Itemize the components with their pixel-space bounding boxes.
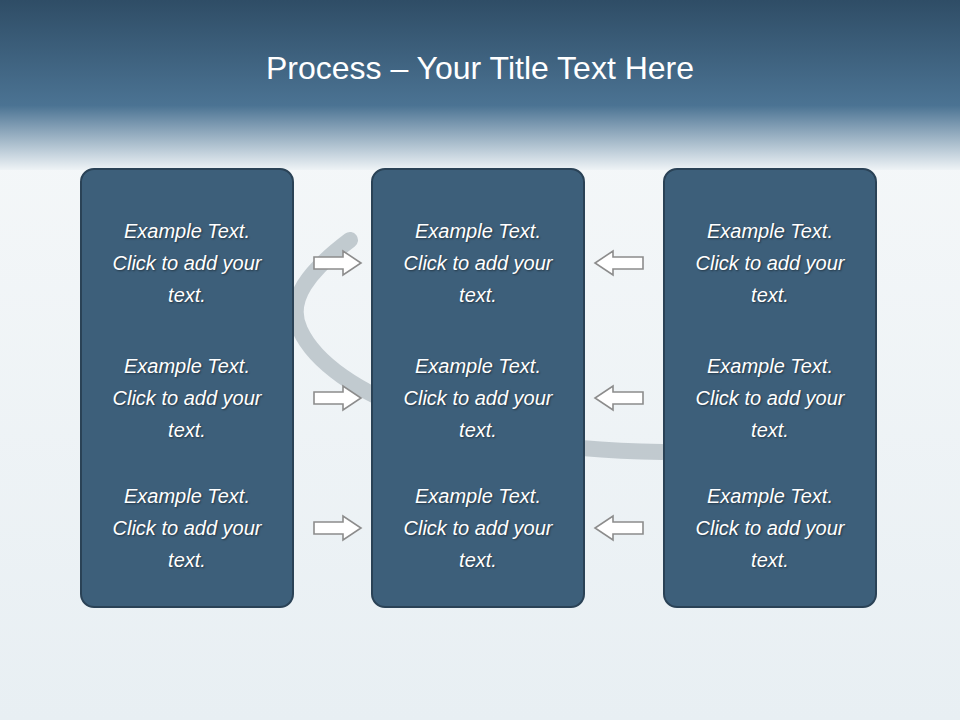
box-text: Example Text. Click to add your text.	[111, 480, 263, 576]
box-text-wrap: Example Text. Click to add your text.	[665, 480, 875, 576]
block-arrow	[314, 516, 361, 540]
process-box: Example Text. Click to add your text. Exa…	[663, 168, 877, 608]
box-text: Example Text. Click to add your text.	[694, 215, 846, 311]
box-text: Example Text. Click to add your text.	[694, 480, 846, 576]
block-arrow	[314, 386, 361, 410]
box-text-wrap: Example Text. Click to add your text.	[82, 215, 292, 311]
slide-title: Process – Your Title Text Here	[0, 50, 960, 87]
box-text-wrap: Example Text. Click to add your text.	[665, 350, 875, 446]
box-text-wrap: Example Text. Click to add your text.	[82, 350, 292, 446]
block-arrow	[595, 516, 643, 540]
box-text: Example Text. Click to add your text.	[111, 215, 263, 311]
box-text: Example Text. Click to add your text.	[402, 350, 554, 446]
box-text-wrap: Example Text. Click to add your text.	[82, 480, 292, 576]
process-box: Example Text. Click to add your text. Exa…	[80, 168, 294, 608]
box-text: Example Text. Click to add your text.	[402, 480, 554, 576]
header-band	[0, 0, 960, 170]
box-text-wrap: Example Text. Click to add your text.	[373, 480, 583, 576]
box-text: Example Text. Click to add your text.	[402, 215, 554, 311]
process-box: Example Text. Click to add your text. Exa…	[371, 168, 585, 608]
block-arrow	[595, 386, 643, 410]
box-text: Example Text. Click to add your text.	[694, 350, 846, 446]
block-arrow	[314, 251, 361, 275]
box-text-wrap: Example Text. Click to add your text.	[373, 215, 583, 311]
block-arrow	[595, 251, 643, 275]
box-text-wrap: Example Text. Click to add your text.	[373, 350, 583, 446]
box-text-wrap: Example Text. Click to add your text.	[665, 215, 875, 311]
box-text: Example Text. Click to add your text.	[111, 350, 263, 446]
